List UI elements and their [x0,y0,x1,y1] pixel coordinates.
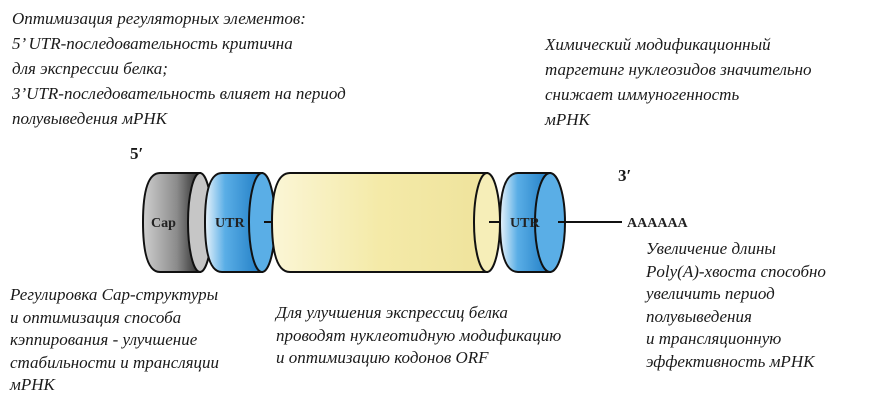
text-line: 3’UTR-последовательность влияет на перио… [12,84,346,103]
text-line: 5’ UTR-последовательность критична [12,34,293,53]
text-line: мРНК [10,375,55,394]
text-line: проводят нуклеотидную модификацию [276,325,562,345]
orf-segment [270,172,505,273]
text-line: и оптимизацию кодонов ORF [276,348,489,367]
utr5-segment: UTR [203,172,276,273]
utr3-label: UTR [510,216,540,231]
text-line: полувыведения [646,306,752,326]
text-line: Оптимизация регуляторных элементов: [12,9,306,28]
text-line: Химический модификационный [545,35,771,54]
text-line: мРНК [545,110,590,129]
cap-label: Cap [151,216,176,231]
utr5-label: UTR [215,216,245,231]
text-line: увеличить период [646,284,775,303]
text-line: Регулировка Cap-структуры [10,285,219,304]
five-prime-label: 5′ [130,144,144,163]
text-line: и трансляционную [646,329,782,348]
text-line: Poly(A)-хвоста способно [646,261,826,281]
text-line: полувыведения мРНК [12,109,167,128]
text-line: таргетинг нуклеозидов значительно [545,60,812,79]
three-prime-label: 3′ [618,166,632,185]
text-line: снижает иммуногенность [545,85,740,104]
orf-optimization-note: Для улучшения экспрессиц белка проводят н… [276,302,561,370]
text-line: для экспрессии белка; [12,59,168,78]
utr3-segment: UTR [498,172,566,273]
text-line: Увеличение длины [646,239,776,258]
text-line: стабильности и трансляции [10,352,220,372]
text-line: кэппирования - улучшение [10,330,198,349]
text-line: и оптимизация способа [10,307,182,327]
regulatory-elements-note: Оптимизация регуляторных элементов: 5’ UT… [12,6,346,131]
cap-structure-note: Регулировка Cap-структуры и оптимизация с… [10,284,219,397]
text-line: Для улучшения экспрессиц белка [276,303,508,322]
mrna-cylinders: Cap UTR UTR AAAAAA [141,172,689,273]
text-line: эффективность мРНК [646,351,815,371]
polya-label: AAAAAA [627,216,689,231]
nucleoside-modification-note: Химический модификационный таргетинг нукл… [545,32,812,132]
